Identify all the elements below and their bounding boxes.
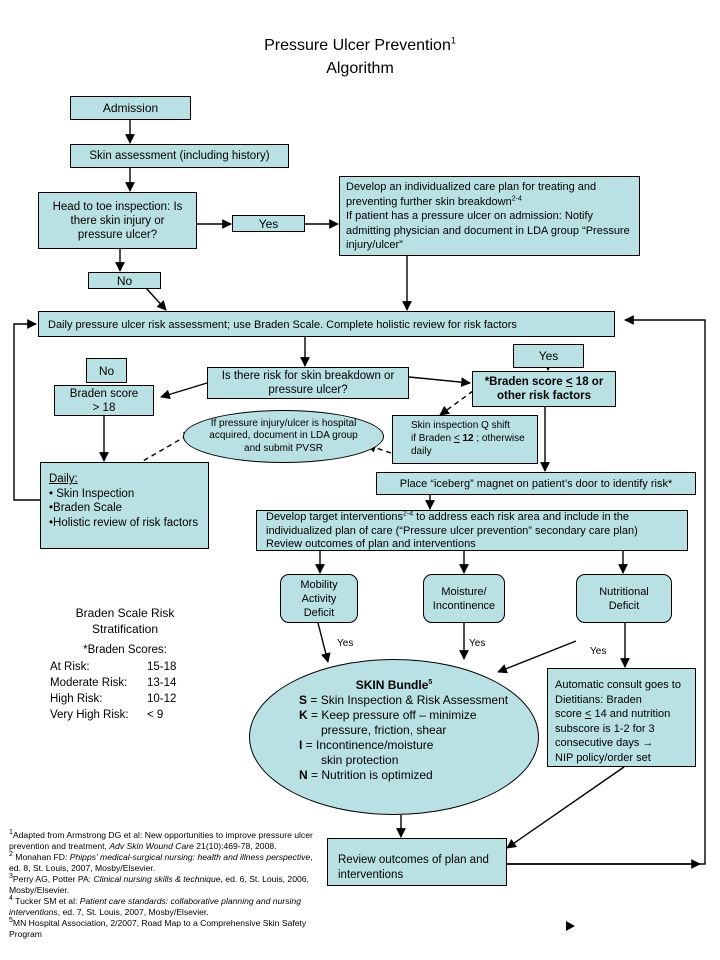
arrow-question-to-braden-le18 [408,376,471,388]
mobility-box: Mobility Activity Deficit [280,574,358,623]
stratification-row: At Risk:15-18 [50,661,177,673]
stratification-subtitle: *Braden Scores: [83,644,167,656]
yes-top-box: Yes [232,215,305,232]
page-title: Pressure Ulcer Prevention1 [264,35,456,54]
skin-bundle-title: SKIN Bundle5 [355,678,433,692]
stratification-table: At Risk:15-18 Moderate Risk:13-14 High R… [50,659,176,723]
dietitian-box: Automatic consult goes to Dietitians: Br… [547,668,696,767]
iceberg-box: Place “iceberg” magnet on patient’s door… [376,472,696,495]
arrow-dietitian-to-review [506,766,625,849]
hospital-acquired-ellipse: If pressure injury/ulcer is hospital acq… [183,410,384,463]
nutritional-box: Nutritional Deficit [576,574,672,623]
care-plan-box: Develop an individualized care plan for … [339,176,640,256]
footnote: 2 Monahan FD: Phipps' medical-surgical n… [9,851,313,873]
dashed-arrow-braden-to-hospital-acquired [439,390,474,416]
arrow-question-to-braden-gt18 [160,382,208,400]
moisture-box: Moisture/ Incontinence [423,574,505,623]
yes-label-nutritional: Yes [590,646,607,657]
no-top-box: No [88,272,161,289]
yes-label-moisture: Yes [469,638,486,649]
arrow-daily-loop-to-daily-assessment [13,319,40,501]
page-title-line2: Algorithm [326,60,394,77]
footnotes: 1Adapted from Armstrong DG et al: New op… [9,829,314,940]
skin-assessment-box: Skin assessment (including history) [70,144,289,168]
skin-bundle-row-i: I = Incontinence/moisture [299,738,434,752]
admission-box: Admission [70,96,191,120]
footnote: 1Adapted from Armstrong DG et al: New op… [9,829,313,851]
review-outcomes-box: Review outcomes of plan and intervention… [327,838,507,886]
footnote: 4 Tucker SM et al: Patient care standard… [9,895,301,917]
play-triangle-icon[interactable] [566,921,575,931]
daily-box: Daily: • Skin Inspection •Braden Scale •… [40,462,209,549]
daily-assessment-box: Daily pressure ulcer risk assessment; us… [38,311,615,337]
yes-right-box: Yes [513,344,584,368]
skin-bundle-row-i2: skin protection [321,753,399,767]
skin-bundle-ellipse [249,659,539,815]
braden-le18-box: *Braden score < 18 or other risk factors [472,371,616,407]
yes-label-mobility: Yes [337,638,354,649]
arrow-nutritional-to-bundle [497,640,577,674]
stratification-row: High Risk:10-12 [50,693,177,705]
skin-bundle-row-k: K = Keep pressure off – minimize [299,708,477,722]
arrow-no-to-daily-assessment [145,287,167,311]
skin-inspection-q-box: Skin inspection Q shift if Braden < 12 ;… [392,415,538,464]
head-to-toe-box: Head to toe inspection: Is there skin in… [38,192,197,249]
stratification-row: Very High Risk:< 9 [50,709,164,721]
stratification-row: Moderate Risk:13-14 [50,677,177,689]
risk-question-box: Is there risk for skin breakdown or pres… [207,367,409,399]
arrow-mobility-to-bundle [317,622,331,663]
skin-bundle-list: S = Skin Inspection & Risk Assessment K … [299,693,508,783]
skin-bundle-row-n: N = Nutrition is optimized [299,768,433,782]
skin-bundle-row-s: S = Skin Inspection & Risk Assessment [299,693,509,707]
targets-box: Develop target interventions2-4 to addre… [256,510,688,551]
footnote: 5MN Hospital Association, 2/2007, Road M… [9,917,307,939]
stratification-title: Braden Scale Risk Stratification [75,606,175,636]
no-left-box: No [86,358,127,383]
braden-gt18-box: Braden score > 18 [54,385,154,416]
footnote: 3Perry AG, Potter PA: Clinical nursing s… [9,873,309,895]
skin-bundle-row-k2: pressure, friction, shear [321,723,447,737]
